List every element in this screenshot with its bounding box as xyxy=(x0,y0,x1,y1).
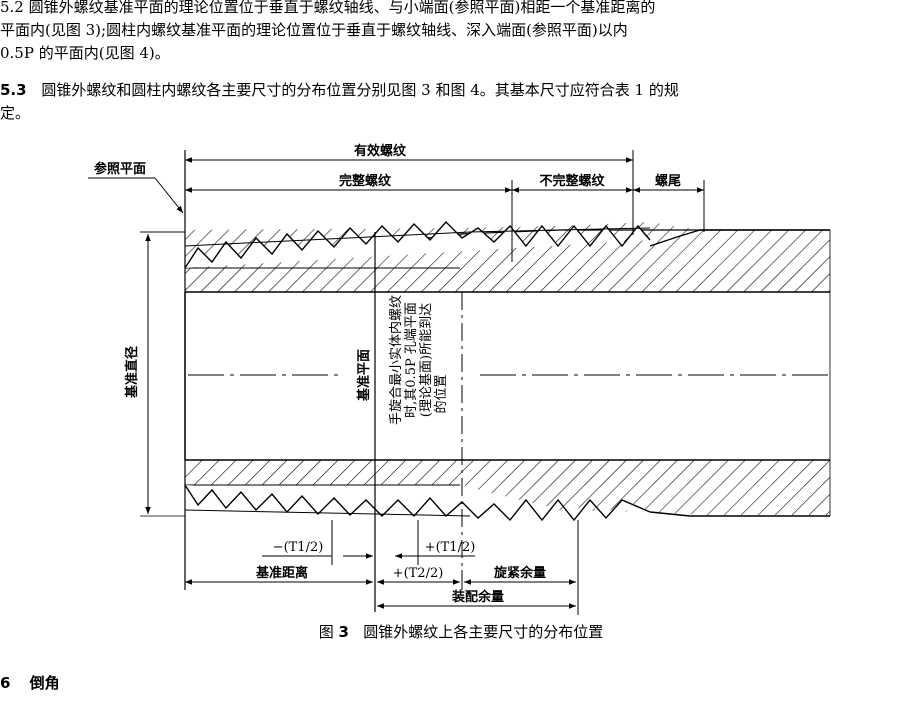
note-line-1: 手旋合最小实体内螺纹 xyxy=(388,295,404,425)
bottom-wall xyxy=(184,230,831,522)
minus-t1-label: −(T1/2) xyxy=(273,540,324,555)
washout-label: 螺尾 xyxy=(655,173,681,189)
caption-prefix: 图 xyxy=(318,623,339,641)
gauge-plane-label: 基准平面 xyxy=(356,349,372,402)
gauge-diameter-label: 基准直径 xyxy=(124,346,140,399)
incomplete-thread-label: 不完整螺纹 xyxy=(539,173,605,189)
gauge-length-label: 基准距离 xyxy=(255,565,308,581)
top-wall xyxy=(140,220,830,293)
caption-number: 3 xyxy=(338,623,349,641)
paragraph-line-1: 5.2 圆锥外螺纹基准平面的理论位置位于垂直于螺纹轴线、与小端面(参照平面)相距… xyxy=(0,0,656,16)
fitting-allowance-label: 装配余量 xyxy=(451,589,504,605)
caption-text: 圆锥外螺纹上各主要尺寸的分布位置 xyxy=(348,623,604,641)
section-5-3-line-1: 5.3 圆锥外螺纹和圆柱内螺纹各主要尺寸的分布位置分别见图 3 和图 4。其基本… xyxy=(0,80,679,100)
note-line-2: 时,其0.5P 孔端平面 xyxy=(404,302,419,418)
plus-t1-label: +(T1/2) xyxy=(425,540,476,555)
section-6-heading: 6 倒角 xyxy=(0,672,60,693)
complete-thread-label: 完整螺纹 xyxy=(339,173,392,189)
plus-t2-label: +(T2/2) xyxy=(393,566,444,581)
effective-thread-label: 有效螺纹 xyxy=(354,143,407,159)
note-line-4: 的位置 xyxy=(433,374,449,413)
wrenching-allowance-label: 旋紧余量 xyxy=(493,565,546,581)
figure-caption: 图 3 圆锥外螺纹上各主要尺寸的分布位置 xyxy=(0,621,922,642)
paragraph-line-3: 0.5P 的平面内(见图 4)。 xyxy=(0,44,170,62)
reference-plane-label: 参照平面 xyxy=(94,161,146,177)
section-5-3-text: 圆锥外螺纹和圆柱内螺纹各主要尺寸的分布位置分别见图 3 和图 4。其基本尺寸应符… xyxy=(41,81,679,99)
section-6-number: 6 xyxy=(0,674,11,692)
section-6-title: 倒角 xyxy=(29,674,60,692)
note-line-3: (理论基面)所能到达 xyxy=(419,303,434,417)
gauge-note: 手旋合最小实体内螺纹 时,其0.5P 孔端平面 (理论基面)所能到达 的位置 xyxy=(388,295,449,425)
paragraph-line-2: 平面内(见图 3);圆柱内螺纹基准平面的理论位置位于垂直于螺纹轴线、深入端面(参… xyxy=(0,21,628,39)
section-5-3-number: 5.3 xyxy=(0,81,27,99)
section-5-3-line-2: 定。 xyxy=(0,104,31,122)
